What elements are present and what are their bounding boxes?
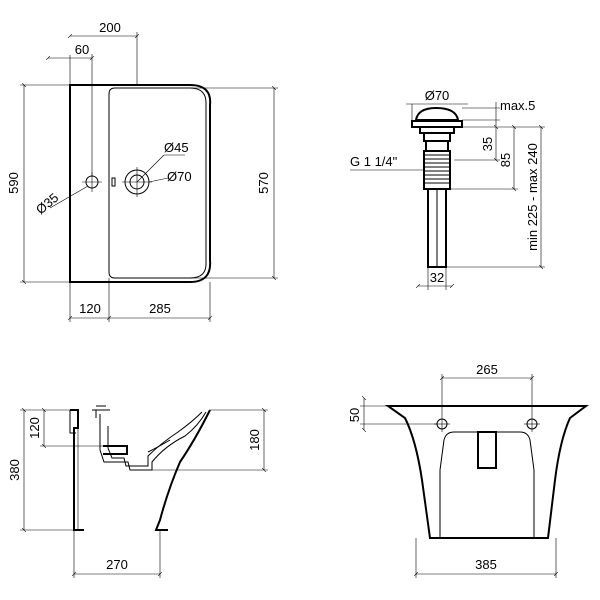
front-view: 265 50 385 <box>347 362 589 578</box>
dim-d45: Ø45 <box>164 140 189 155</box>
front-dim-50: 50 <box>347 408 362 422</box>
drain-thread-label: G 1 1/4" <box>350 154 398 169</box>
dim-570: 570 <box>256 172 271 194</box>
drain-dim-range: min 225 - max 240 <box>525 143 540 251</box>
dim-d35: Ø35 <box>33 190 61 217</box>
dim-120: 120 <box>79 301 101 316</box>
side-dim-270: 270 <box>106 557 128 572</box>
drain-dim-35: 35 <box>480 137 495 151</box>
front-drain <box>477 431 497 469</box>
side-dim-120: 120 <box>27 417 42 439</box>
drain-dim-32: 32 <box>430 270 444 285</box>
drain-dim-d70: Ø70 <box>425 88 450 103</box>
drain-dim-85: 85 <box>498 153 513 167</box>
side-dim-180: 180 <box>247 429 262 451</box>
dim-60: 60 <box>75 42 89 57</box>
dim-590: 590 <box>6 172 21 194</box>
side-bowl <box>95 410 207 471</box>
drain-view: Ø70 max.5 35 85 min 225 - max 240 G 1 1/… <box>350 88 545 290</box>
overflow-slot <box>111 177 116 187</box>
front-bowl <box>439 431 535 471</box>
side-dim-380: 380 <box>7 459 22 481</box>
basin-outline <box>69 84 212 283</box>
side-view: 120 380 180 270 <box>7 405 268 578</box>
dim-285: 285 <box>149 301 171 316</box>
front-dim-265: 265 <box>476 362 498 377</box>
drain-cap <box>414 106 460 121</box>
dim-200: 200 <box>99 20 121 35</box>
side-body <box>70 409 211 531</box>
top-view: 200 60 590 570 Ø35 Ø45 Ø70 120 285 <box>6 20 278 322</box>
drain-dim-max5: max.5 <box>500 98 535 113</box>
front-body <box>384 405 589 539</box>
front-dim-385: 385 <box>475 557 497 572</box>
dim-d70: Ø70 <box>167 169 192 184</box>
